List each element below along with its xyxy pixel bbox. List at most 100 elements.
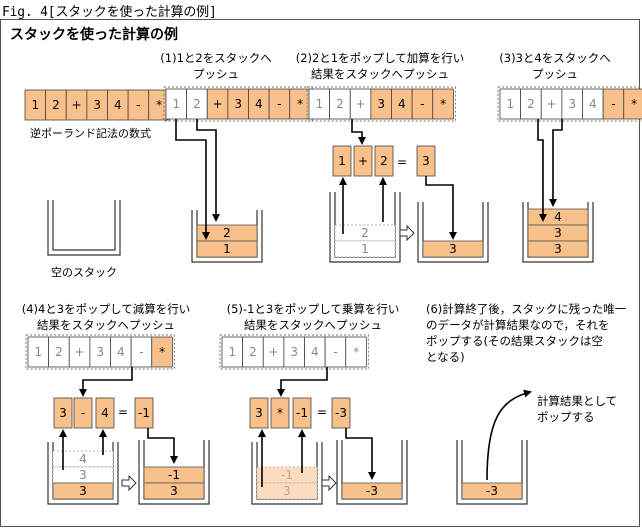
rpn-token: * (156, 98, 162, 112)
step4-operand-b: 4 (101, 406, 109, 420)
step1-stack-cell (196, 240, 258, 258)
empty-stack (47, 200, 121, 256)
step2-operand-b: 2 (380, 154, 388, 168)
step5-ghost-fill (257, 467, 317, 499)
step1-bucket (191, 210, 263, 263)
step2-next-arrow (399, 224, 415, 242)
step6-label-line4: となる) (426, 350, 465, 364)
step3-token-box (623, 88, 642, 120)
step6-bucket (456, 440, 528, 505)
step4-token: + (75, 345, 85, 359)
step5-token: 3 (290, 345, 298, 359)
step1-label-line2: プッシュ (193, 67, 239, 81)
step4-token: - (139, 345, 143, 359)
step3-token: 3 (568, 97, 576, 111)
step2-result: 3 (422, 154, 430, 168)
step1-token: - (277, 97, 281, 111)
step5-result-stack-value: -3 (366, 484, 378, 498)
step4-token: * (159, 345, 165, 359)
step5-operand-a: 3 (255, 406, 263, 420)
step3-token: * (631, 97, 637, 111)
step3-stack-value: 3 (554, 242, 562, 256)
pop-label-line1: 計算結果として (537, 394, 617, 408)
step3-stack-value: 4 (554, 210, 562, 224)
empty-stack-caption: 空のスタック (51, 265, 117, 279)
step4-token: 3 (96, 345, 104, 359)
step5-operand-a-box (249, 397, 269, 429)
step4-operator-box (73, 397, 93, 429)
step2-operator: + (358, 154, 368, 168)
step6-label-line1: (6)計算終了後，スタックに残った唯一 (426, 302, 627, 316)
step2-operand-b-box (374, 145, 394, 177)
step2-label-line1: (2)2と1をポップして加算を行い (296, 51, 465, 65)
step5-token-box (345, 336, 367, 368)
pop-label-line2: ポップする (537, 410, 595, 424)
step2-ghost-stack-value: 1 (361, 242, 369, 256)
step5-result-stack-cell (341, 482, 403, 500)
step4-ghost-stack-value: 3 (79, 468, 87, 482)
step2-token: + (356, 97, 366, 111)
step4-result-stack-value: 3 (170, 484, 178, 498)
step4-token: 1 (34, 345, 42, 359)
step5-label-line2: 結果をスタックへプッシュ (244, 318, 382, 332)
step4-token-box (151, 336, 173, 368)
step6-stack-value: -3 (486, 484, 498, 498)
step4-equals: = (118, 405, 128, 419)
rpn-token: - (136, 98, 140, 112)
step2-token-box (432, 88, 454, 120)
step4-next-arrow (121, 474, 137, 492)
step2-token: 4 (398, 97, 406, 111)
step4-result-stack-cell (143, 482, 205, 500)
step4-result-stack-value: -1 (168, 468, 180, 482)
step2-dashed-outline (306, 86, 456, 122)
step2-operator-box (353, 145, 373, 177)
step3-dashed-outline (497, 86, 642, 122)
step5-token: * (353, 345, 359, 359)
step5-operator-box (270, 397, 290, 429)
step3-arrow-1 (537, 119, 547, 222)
step2-token: * (440, 97, 446, 111)
step4-dashed-outline (25, 334, 175, 370)
step3-token: 1 (506, 97, 514, 111)
step5-result: -3 (335, 406, 347, 420)
step4-label-line1: (4)4と3をポップして減算を行い (22, 302, 191, 316)
step5-push-arrow (345, 428, 376, 480)
empty-stack-inner (52, 200, 116, 251)
step4-bucket (47, 442, 119, 505)
step2-result-stack-cell (422, 240, 484, 258)
step2-operand-a: 1 (338, 154, 346, 168)
step6-label-line2: のデータが計算結果なので，それを (426, 318, 610, 332)
step1-token: * (297, 97, 303, 111)
step6-label-line3: ポップする(その結果スタックは空 (426, 334, 603, 348)
step5-equals: = (317, 405, 327, 419)
step4-label-line2: 結果をスタックへプッシュ (37, 318, 175, 332)
step4-token: 2 (55, 345, 63, 359)
step1-token: 1 (172, 97, 180, 111)
step2-token: - (420, 97, 424, 111)
step2-op-arrow (351, 119, 366, 145)
step1-token: + (213, 97, 223, 111)
step4-operator: - (81, 406, 85, 420)
diagram-heading: スタックを使った計算の例 (10, 26, 178, 43)
step5-token: 1 (228, 345, 236, 359)
step1-token: 2 (193, 97, 201, 111)
step4-operand-a-box (53, 397, 73, 429)
step2-token: 1 (315, 97, 323, 111)
step3-token: 2 (527, 97, 535, 111)
step5-operator: * (277, 406, 283, 420)
step5-dashed-outline (219, 334, 369, 370)
step4-operand-b-box (95, 397, 115, 429)
step2-operand-a-box (332, 145, 352, 177)
rpn-token: 3 (93, 98, 101, 112)
figure-caption: Fig. 4[スタックを使った計算の例] (2, 5, 217, 20)
step5-token: + (269, 345, 279, 359)
rpn-token: + (72, 98, 82, 112)
step1-stack-value: 1 (223, 242, 231, 256)
step2-push-arrow (425, 176, 457, 240)
step5-token: - (333, 345, 337, 359)
step4-result-box (134, 397, 154, 429)
step2-token: 3 (377, 97, 385, 111)
step4-ghost-stack-value: 4 (79, 452, 87, 466)
